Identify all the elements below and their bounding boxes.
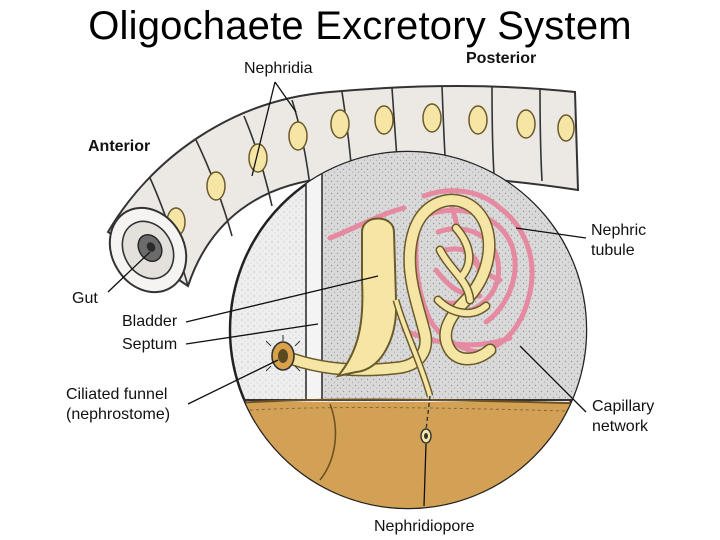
magnified-section — [228, 150, 588, 510]
nephric-tubule — [277, 193, 497, 377]
nephric-tubule-label-line2: tubule — [591, 242, 635, 259]
nephridia-label: Nephridia — [244, 60, 313, 77]
capillary-network-label-line1: Capillary — [592, 398, 655, 415]
ciliated-funnel-label-line1: Ciliated funnel — [66, 386, 168, 403]
nephridiopore — [420, 395, 432, 444]
capillary-network-label-line2: network — [592, 418, 649, 435]
slide-title: Oligochaete Excretory System — [88, 4, 632, 48]
septum-label: Septum — [122, 336, 178, 353]
nephric-tubule-label-line1: Nephric — [591, 222, 647, 239]
bladder-label: Bladder — [122, 313, 178, 330]
ciliated-funnel-label-line2: (nephrostome) — [66, 406, 171, 423]
posterior-label: Posterior — [466, 50, 537, 67]
nephridiopore-label: Nephridiopore — [374, 518, 475, 535]
gut-label: Gut — [72, 290, 98, 307]
bladder — [335, 217, 434, 397]
leader-lines — [107, 81, 587, 507]
ciliated-funnel — [265, 335, 301, 372]
worm-body — [106, 85, 580, 294]
anterior-label: Anterior — [88, 138, 151, 155]
